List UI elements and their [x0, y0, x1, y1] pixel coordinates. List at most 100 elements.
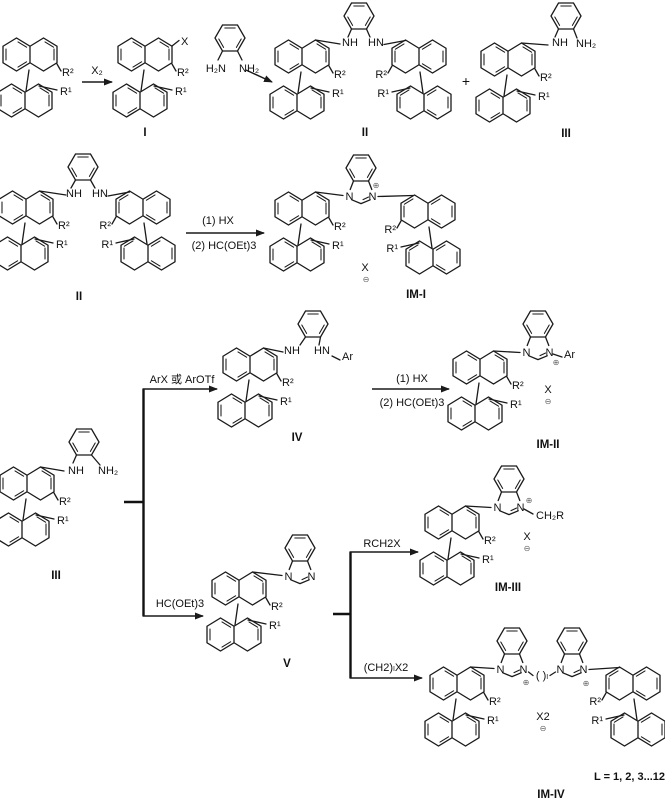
r1-label: R¹ [57, 515, 69, 527]
plus-sign: + [462, 73, 470, 89]
nh-label: NH [552, 37, 568, 49]
compound-label-IM-IV: IM-IV [537, 789, 565, 800]
ar-label: Ar [342, 351, 353, 363]
reagent-hcoet3: (2) HC(OEt)3 [192, 240, 257, 252]
r1-label: R¹ [101, 239, 113, 251]
binaphthyl-skeleton-mirrored [602, 667, 665, 746]
compound-II-row1: NH HN R² R¹ R² R¹ II [270, 2, 451, 139]
hn-label: HN [92, 188, 108, 200]
positive-charge: ⊕ [583, 679, 590, 688]
bond [299, 336, 322, 346]
compound-IM-III: N N ⊕ CH₂R R² R¹ X ⊖ IM-III [420, 466, 564, 594]
r2-label: R² [334, 221, 346, 233]
reagent-hx: (1) HX [202, 215, 234, 227]
binaphthyl-skeleton [113, 38, 176, 117]
binaphthyl-skeleton [0, 191, 57, 270]
r2-label: R² [484, 535, 496, 547]
x2-counterion: X2 [536, 711, 549, 723]
condensation-arrow [245, 69, 273, 83]
n-atom: N [285, 571, 293, 583]
methylene-linker: ( )ₗ [536, 670, 548, 682]
bond [552, 353, 563, 358]
compound-III-row1: NH NH₂ R² R¹ III [476, 2, 596, 140]
binaphthyl-skeleton [207, 572, 270, 651]
positive-charge: ⊕ [553, 358, 560, 367]
benzene-ring [343, 2, 375, 30]
binaphthyl-skeleton [270, 192, 333, 271]
r1-label: R¹ [332, 240, 344, 252]
reagent-hx: (1) HX [396, 373, 428, 385]
bond [527, 671, 557, 677]
bond [171, 39, 180, 47]
n-atom: N [580, 664, 588, 676]
r2-label: R² [99, 220, 111, 232]
bond [39, 466, 65, 472]
binaphthyl-skeleton [270, 40, 333, 119]
compound-label-IM-I: IM-I [406, 289, 426, 301]
reagent-phenylenediamine: H₂N NH₂ [206, 24, 273, 83]
binaphthyl-skeleton [0, 38, 61, 117]
bond [70, 179, 96, 189]
compound-label-II: II [76, 291, 82, 303]
r1-label: R¹ [591, 715, 603, 727]
x-counterion: X [361, 262, 369, 274]
bond [520, 42, 549, 46]
compound-III-row3: NH NH₂ R² R¹ III [0, 428, 118, 582]
reaction-arrow-cyclization-1: (1) HX (2) HC(OEt)3 [186, 215, 265, 252]
r1-label: R¹ [332, 88, 344, 100]
reagent-hcoet3: (2) HC(OEt)3 [380, 397, 445, 409]
linker-range-note: L = 1, 2, 3...12 [594, 771, 665, 783]
bond [588, 666, 621, 671]
r1-label: R¹ [377, 88, 389, 100]
bond [469, 666, 495, 670]
nh-label: NH [68, 465, 84, 477]
compound-label-IM-II: IM-II [537, 439, 560, 451]
x-substituent: X [181, 36, 189, 48]
n-atom: N [369, 191, 377, 203]
branch-from-III: ArX 或 ArOTf HC(OEt)3 [124, 373, 218, 620]
binaphthyl-skeleton-mirrored [388, 40, 451, 119]
benzene-ring [214, 24, 246, 52]
bond [554, 28, 578, 39]
bond [377, 194, 414, 198]
positive-charge: ⊕ [373, 181, 380, 190]
compound-label-II: II [362, 127, 368, 139]
benzene-ring [67, 153, 99, 181]
positive-charge: ⊕ [523, 678, 530, 687]
hn-label: HN [368, 37, 384, 49]
binaphthyl-skeleton [476, 43, 539, 122]
binaphthyl-skeleton [425, 667, 488, 746]
bond [331, 355, 341, 361]
r2-label: R² [282, 377, 294, 389]
binaphthyl-skeleton [448, 351, 511, 430]
hn-label: HN [314, 345, 330, 357]
bond [492, 350, 521, 354]
binaphthyl-skeleton [218, 348, 281, 427]
compound-II-row2: NH HN R² R¹ R² R¹ II [0, 153, 175, 303]
bond [523, 508, 534, 515]
r1-label: R¹ [386, 243, 398, 255]
n-atom: N [346, 191, 354, 203]
compound-IM-IV: N N ⊕ N N ⊕ ( )ₗ R² R¹ R² R¹ X2 ⊖ L = 1,… [425, 628, 665, 800]
ch2r-label: CH₂R [536, 510, 564, 522]
r2-label: R² [62, 67, 74, 79]
r1-label: R¹ [175, 86, 187, 98]
x-counterion: X [523, 531, 531, 543]
branch-from-V: RCH2X (CH2)ₗX2 [333, 538, 423, 682]
compound-label-I: I [143, 127, 146, 139]
n-atom: N [523, 347, 531, 359]
nh2-label: NH₂ [98, 465, 118, 477]
reagent-hcoet3: HC(OEt)3 [156, 598, 204, 610]
bond [38, 190, 67, 196]
reaction-arrow-cyclization-2: (1) HX (2) HC(OEt)3 [372, 373, 450, 409]
r2-label: R² [489, 696, 501, 708]
r1-label: R¹ [269, 620, 281, 632]
compound-label-IM-III: IM-III [495, 582, 521, 594]
r2-label: R² [334, 69, 346, 81]
bond [314, 39, 341, 45]
n-atom: N [494, 502, 502, 514]
nh-label: NH [66, 188, 82, 200]
r2-label: R² [271, 601, 283, 613]
binaphthyl-skeleton-mirrored [397, 195, 460, 274]
